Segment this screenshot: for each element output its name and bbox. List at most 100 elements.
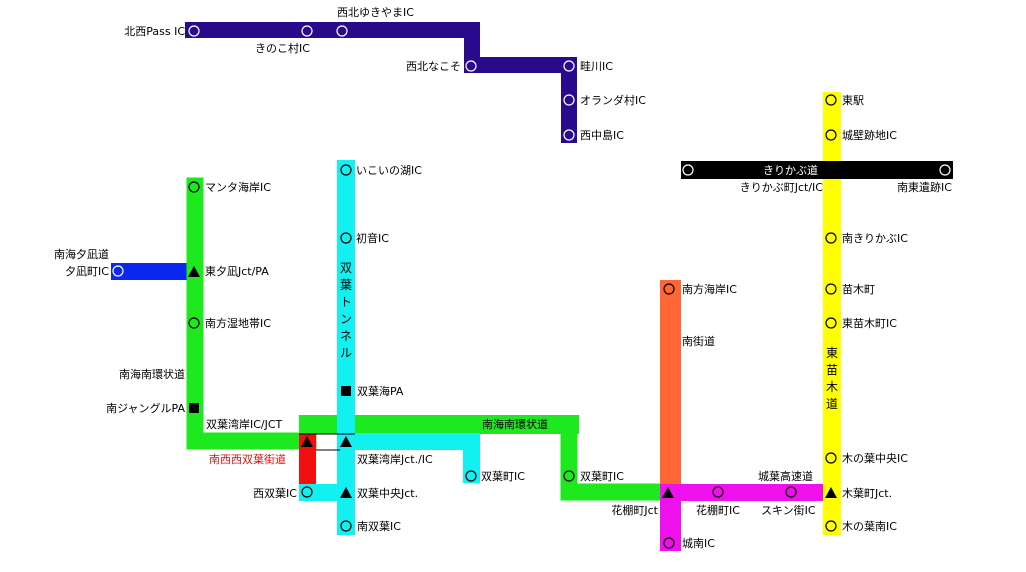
- label-futaba-kai: 双葉海PA: [357, 384, 404, 398]
- label-minami-futaba: 南双葉IC: [357, 519, 401, 533]
- label-nishi-futaba: 西双葉IC: [253, 486, 297, 500]
- route-yellow: [823, 92, 841, 535]
- route-blue: [111, 263, 195, 280]
- station-circle-naegi: [825, 283, 837, 295]
- station-circle-yunagi: [112, 265, 124, 277]
- station-circle-nishinakajima: [563, 129, 575, 141]
- label-seihoku-nakoso: 西北なこそ: [406, 60, 461, 73]
- station-circle-oranda: [563, 94, 575, 106]
- label-nanpo-shicchi: 南方湿地帯IC: [205, 316, 271, 330]
- route-orange: [660, 280, 681, 500]
- label-futaba-chuo: 双葉中央Jct.: [357, 486, 418, 500]
- route-magenta-south: [660, 484, 681, 551]
- label-konoha-chuo: 木の葉中央IC: [842, 451, 908, 465]
- label-nishinakajima: 西中島IC: [580, 128, 624, 142]
- junction-triangle-kiba: [825, 487, 837, 498]
- station-circle-skin: [785, 486, 797, 498]
- route-cyan-branch-down: [463, 433, 480, 483]
- label-minami-kirikabu: 南きりかぶIC: [842, 232, 908, 245]
- label-yunagi: 夕凪町IC: [65, 265, 109, 278]
- route-magenta: [660, 484, 840, 501]
- label-futaba-wangan-jct: 双葉湾岸Jct./IC: [357, 452, 433, 466]
- station-circle-seihoku-yukiyama: [336, 25, 348, 37]
- station-labels: 北西Pass IC きのこ村IC 西北ゆきやまIC 西北なこそ 畦川IC オラン…: [54, 6, 952, 550]
- label-kiba: 木葉町Jct.: [842, 486, 892, 500]
- station-circle-kirikabu-west: [682, 164, 694, 176]
- label-higashi-yunagi: 東夕凪Jct/PA: [205, 265, 269, 278]
- station-circle-nishi-futaba: [301, 486, 313, 498]
- station-circle-ikoi: [340, 164, 352, 176]
- pa-markers: [189, 386, 351, 413]
- station-circle-hatsune: [340, 232, 352, 244]
- junction-triangle-futaba-wangan: [301, 436, 313, 447]
- label-kirikabu-jct: きりかぶ町Jct/IC: [740, 181, 824, 194]
- station-circle-konoha-chuo: [825, 452, 837, 464]
- label-oranda: オランダ村IC: [580, 93, 646, 107]
- label-jonan: 城南IC: [682, 537, 715, 550]
- label-hanatana-jct: 花棚町Jct: [611, 503, 658, 517]
- station-circle-seihoku-nakoso: [465, 60, 477, 72]
- label-route-black: きりかぶ道: [763, 163, 818, 177]
- label-nanpo-kaigan: 南方海岸IC: [682, 282, 737, 296]
- label-minami-jungle: 南ジャングルPA: [106, 401, 185, 415]
- label-route-green-band: 南海南環状道: [482, 417, 548, 431]
- junction-triangle-futaba-wangan-jct: [340, 436, 352, 447]
- label-konoha-minami: 木の葉南IC: [842, 519, 897, 533]
- label-higashi-eki: 東駅: [842, 94, 864, 107]
- route-green-east: [560, 415, 677, 501]
- pa-square-minami-jungle: [189, 403, 199, 413]
- station-markers: [112, 25, 951, 549]
- label-manta: マンタ海岸IC: [205, 180, 271, 194]
- station-circle-minami-futaba: [340, 520, 352, 532]
- label-johekiato: 城壁跡地IC: [842, 128, 897, 142]
- station-circle-higashi-eki: [825, 94, 837, 106]
- station-circle-jonan: [663, 537, 675, 549]
- label-futaba-wangan: 双葉湾岸IC/JCT: [206, 417, 283, 431]
- route-bands: [111, 22, 953, 551]
- label-route-orange: 南街道: [682, 334, 715, 348]
- route-green: [186, 177, 317, 450]
- label-naegi: 苗木町: [842, 283, 875, 296]
- station-circle-manta: [188, 181, 200, 193]
- station-circle-nanto-iseki: [939, 164, 951, 176]
- label-higashi-naegi: 東苗木町IC: [842, 317, 897, 330]
- label-azegawa: 畦川IC: [580, 60, 613, 73]
- route-cyan-branch: [337, 433, 480, 450]
- label-route-blue: 南海夕凪道: [54, 247, 109, 261]
- label-hatsune: 初音IC: [356, 231, 389, 245]
- station-circle-nanpo-kaigan: [663, 283, 675, 295]
- label-route-red: 南西西双葉街道: [209, 452, 286, 466]
- label-kinoko: きのこ村IC: [255, 41, 310, 55]
- label-futaba-cho-cyan: 双葉町IC: [481, 469, 525, 483]
- label-seihoku-yukiyama: 西北ゆきやまIC: [337, 6, 414, 19]
- label-route-yellow-vertical: 東苗木道: [826, 346, 838, 411]
- station-circle-johekiato: [825, 129, 837, 141]
- pa-square-futaba-kai: [341, 386, 351, 396]
- station-circle-azegawa: [563, 60, 575, 72]
- label-futaba-cho-green: 双葉町IC: [580, 469, 624, 483]
- station-circle-hanatana: [712, 486, 724, 498]
- label-hanatana: 花棚町IC: [696, 503, 740, 517]
- junction-triangle-kirikabu: [825, 164, 837, 175]
- station-circle-higashi-naegi: [825, 317, 837, 329]
- label-route-magenta: 城葉高速道: [758, 469, 813, 483]
- station-circle-konoha-minami: [825, 520, 837, 532]
- junction-markers: [188, 164, 837, 498]
- station-circle-minami-kirikabu: [825, 232, 837, 244]
- route-black: [681, 161, 953, 179]
- station-circle-futaba-cho-cyan: [465, 470, 477, 482]
- label-hokusei-pass: 北西Pass IC: [124, 25, 185, 38]
- station-circle-hokusei-pass: [188, 25, 200, 37]
- label-skin: スキン街IC: [761, 503, 816, 517]
- junction-triangle-futaba-chuo: [340, 487, 352, 498]
- route-green-band: [299, 415, 579, 434]
- junction-triangle-hanatana-jct: [662, 487, 674, 498]
- label-route-green: 南海南環状道: [119, 367, 185, 381]
- junction-triangle-higashi-yunagi: [188, 266, 200, 277]
- station-circle-kinoko: [301, 25, 313, 37]
- station-circle-nanpo-shicchi: [188, 317, 200, 329]
- station-circle-futaba-cho-green: [563, 470, 575, 482]
- route-navy: [185, 22, 577, 143]
